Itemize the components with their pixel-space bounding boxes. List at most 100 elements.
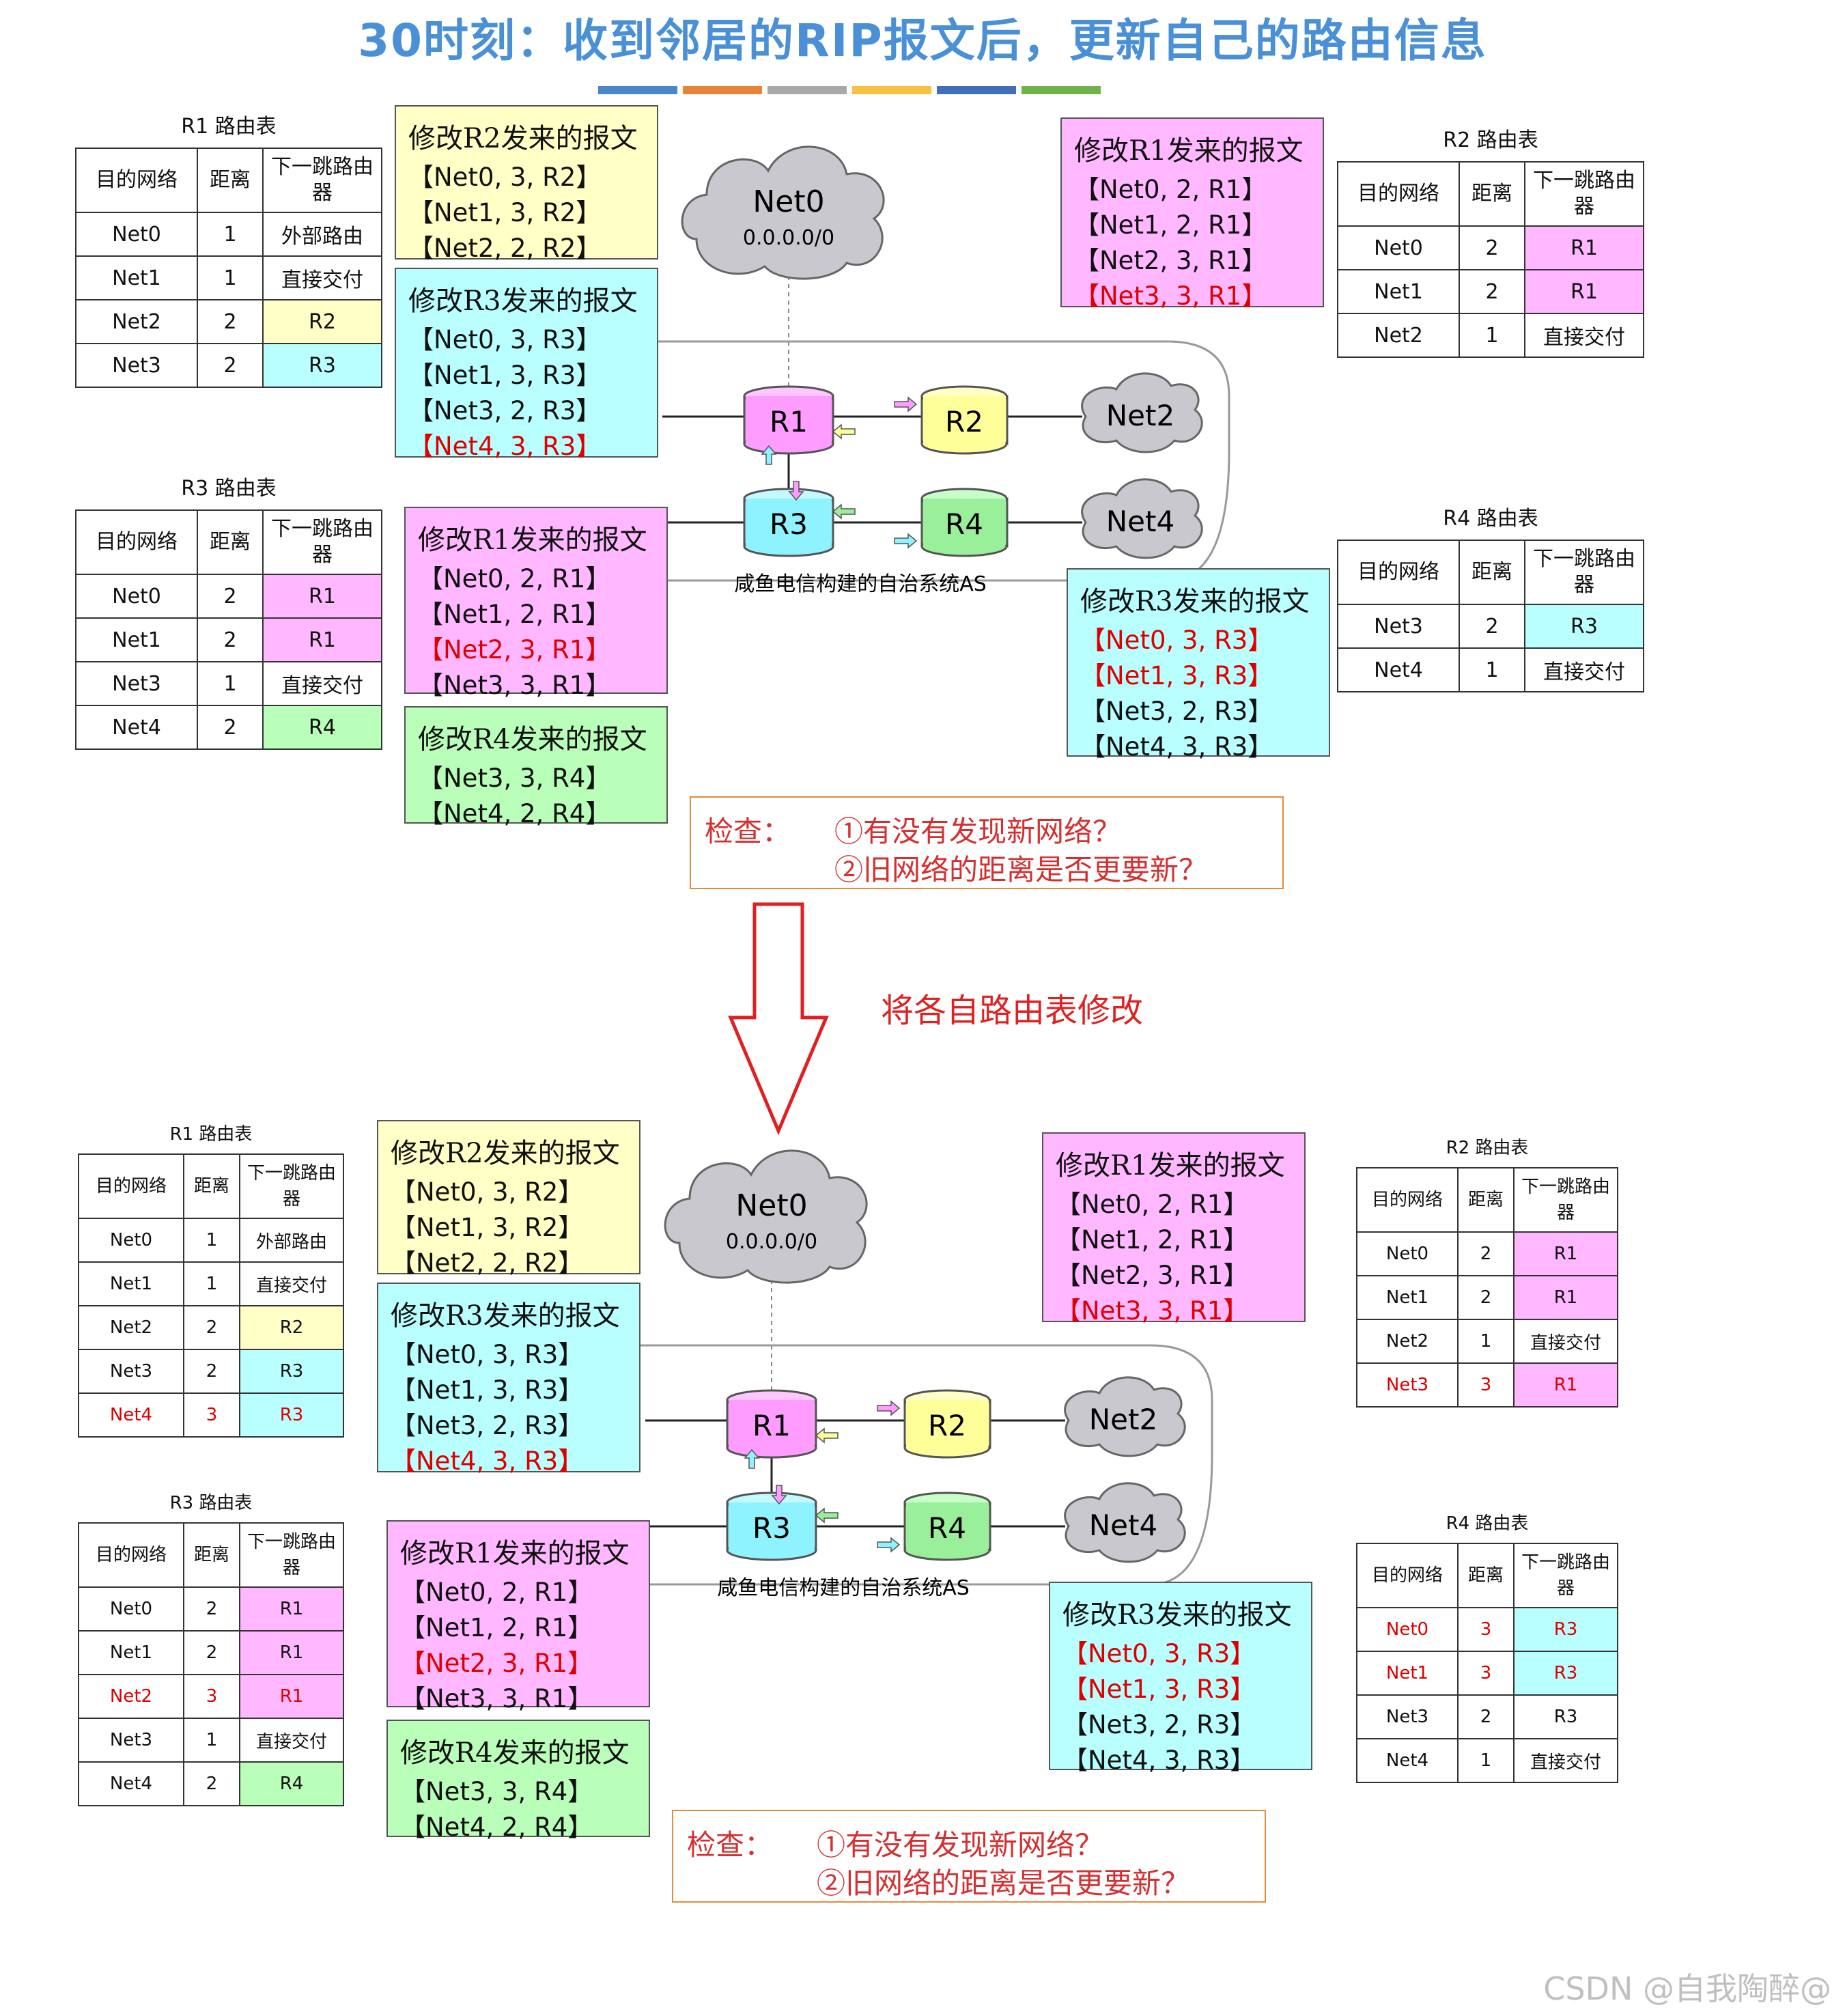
table-caption: R1 路由表 bbox=[169, 1124, 253, 1145]
net2-label: Net2 bbox=[1106, 399, 1174, 432]
network-diagram: Net0 0.0.0.0/0 Net2 Net4 R1 R2 bbox=[642, 145, 1230, 596]
r1-label: R1 bbox=[770, 405, 808, 438]
cloud-net2: Net2 bbox=[1081, 372, 1203, 453]
col-dest: 目的网络 bbox=[75, 509, 198, 575]
col-dest: 目的网络 bbox=[1337, 161, 1460, 227]
r2-label: R2 bbox=[945, 405, 983, 438]
table-caption: R2 路由表 bbox=[1446, 1138, 1529, 1158]
msg-from-r1-to-r3: 修改R1发来的报文 【Net0, 2, R1】 【Net1, 2, R1】 【N… bbox=[386, 1520, 650, 1713]
col-next: 下一跳路由器 bbox=[1524, 161, 1644, 227]
col-dest: 目的网络 bbox=[1356, 1543, 1459, 1608]
net4-label: Net4 bbox=[1089, 1509, 1157, 1542]
arrow-r3-to-r1 bbox=[761, 445, 777, 465]
router-r3: R3 bbox=[743, 488, 834, 557]
msg-from-r3-to-r1: 修改R3发来的报文 【Net0, 3, R3】 【Net1, 3, R3】 【N… bbox=[377, 1283, 640, 1476]
r4-label: R4 bbox=[928, 1511, 966, 1545]
msg-from-r3-to-r1: 修改R3发来的报文 【Net0, 3, R3】 【Net1, 3, R3】 【N… bbox=[395, 268, 658, 461]
arrow-r3-to-r4 bbox=[877, 1537, 901, 1553]
arrow-label: 将各自路由表修改 bbox=[881, 992, 1144, 1030]
arrow-r3-to-r1 bbox=[744, 1448, 760, 1469]
col-dist: 距离 bbox=[1459, 161, 1525, 227]
router-r4: R4 bbox=[903, 1492, 991, 1561]
cloud-net2: Net2 bbox=[1064, 1376, 1186, 1457]
table-caption: R2 路由表 bbox=[1443, 128, 1538, 152]
cloud-net0: Net0 0.0.0.0/0 bbox=[664, 1149, 868, 1284]
msg-from-r4-to-r3: 修改R4发来的报文 【Net3, 3, R4】 【Net4, 2, R4】 bbox=[404, 706, 668, 828]
watermark: CSDN @自我陶醉@ bbox=[1543, 1970, 1831, 2007]
col-dist: 距离 bbox=[1457, 1167, 1515, 1233]
r1-label: R1 bbox=[752, 1409, 791, 1442]
as-label: 咸鱼电信构建的自治系统AS bbox=[717, 1576, 970, 1600]
color-bar-segment bbox=[852, 86, 931, 94]
router-r4: R4 bbox=[920, 488, 1009, 557]
router-r1: R1 bbox=[726, 1389, 817, 1459]
msg-from-r1-to-r2: 修改R1发来的报文 【Net0, 2, R1】 【Net1, 2, R1】 【N… bbox=[1060, 117, 1324, 311]
col-dist: 距离 bbox=[197, 509, 264, 575]
as-label: 咸鱼电信构建的自治系统AS bbox=[734, 572, 987, 596]
arrow-r1-to-r2 bbox=[877, 1400, 901, 1416]
cloud-net0-addr: 0.0.0.0/0 bbox=[743, 226, 834, 250]
router-r3: R3 bbox=[726, 1492, 817, 1561]
table-caption: R4 路由表 bbox=[1446, 1513, 1529, 1534]
col-next: 下一跳路由器 bbox=[262, 148, 382, 213]
arrow-r3-to-r4 bbox=[894, 533, 918, 549]
col-next: 下一跳路由器 bbox=[239, 1522, 344, 1588]
color-bar-segment bbox=[683, 86, 762, 94]
cloud-net0-label: Net0 bbox=[752, 184, 824, 219]
msg-from-r3-to-r4: 修改R3发来的报文 【Net0, 3, R3】 【Net1, 3, R3】 【N… bbox=[1067, 568, 1330, 761]
col-next: 下一跳路由器 bbox=[1524, 540, 1644, 605]
col-dest: 目的网络 bbox=[75, 148, 198, 213]
r2-label: R2 bbox=[928, 1409, 966, 1442]
col-dist: 距离 bbox=[183, 1522, 240, 1588]
page-title: 30时刻：收到邻居的RIP报文后，更新自己的路由信息 bbox=[358, 14, 1487, 67]
msg-from-r2-to-r1: 修改R2发来的报文 【Net0, 3, R2】 【Net1, 3, R2】 【N… bbox=[395, 105, 658, 263]
color-bar-segment bbox=[767, 86, 847, 94]
table-caption: R1 路由表 bbox=[181, 115, 277, 139]
col-dist: 距离 bbox=[183, 1153, 240, 1219]
msg-from-r3-to-r4: 修改R3发来的报文 【Net0, 3, R3】 【Net1, 3, R3】 【N… bbox=[1049, 1582, 1312, 1775]
arrow-r2-to-r1 bbox=[815, 1427, 839, 1444]
network-diagram-updated: Net0 0.0.0.0/0 Net2 Net4 R1 R2 bbox=[625, 1149, 1213, 1600]
msg-from-r4-to-r3: 修改R4发来的报文 【Net3, 3, R4】 【Net4, 2, R4】 bbox=[386, 1720, 650, 1842]
msg-from-r1-to-r3: 修改R1发来的报文 【Net0, 2, R1】 【Net1, 2, R1】 【N… bbox=[404, 507, 668, 700]
color-bar-segment bbox=[598, 86, 677, 94]
cloud-net0: Net0 0.0.0.0/0 bbox=[681, 145, 885, 280]
table-caption: R3 路由表 bbox=[169, 1493, 253, 1513]
arrow-r1-to-r3 bbox=[771, 1485, 787, 1505]
arrow-r2-to-r1 bbox=[832, 423, 856, 440]
table-caption: R4 路由表 bbox=[1443, 507, 1538, 531]
col-next: 下一跳路由器 bbox=[1513, 1167, 1618, 1233]
router-r1: R1 bbox=[743, 385, 834, 455]
col-dest: 目的网络 bbox=[78, 1153, 184, 1219]
col-next: 下一跳路由器 bbox=[262, 509, 382, 575]
down-arrow-icon bbox=[728, 902, 829, 1136]
msg-from-r1-to-r2: 修改R1发来的报文 【Net0, 2, R1】 【Net1, 2, R1】 【N… bbox=[1042, 1132, 1306, 1326]
cloud-net0-addr: 0.0.0.0/0 bbox=[726, 1230, 817, 1254]
col-next: 下一跳路由器 bbox=[239, 1153, 344, 1219]
